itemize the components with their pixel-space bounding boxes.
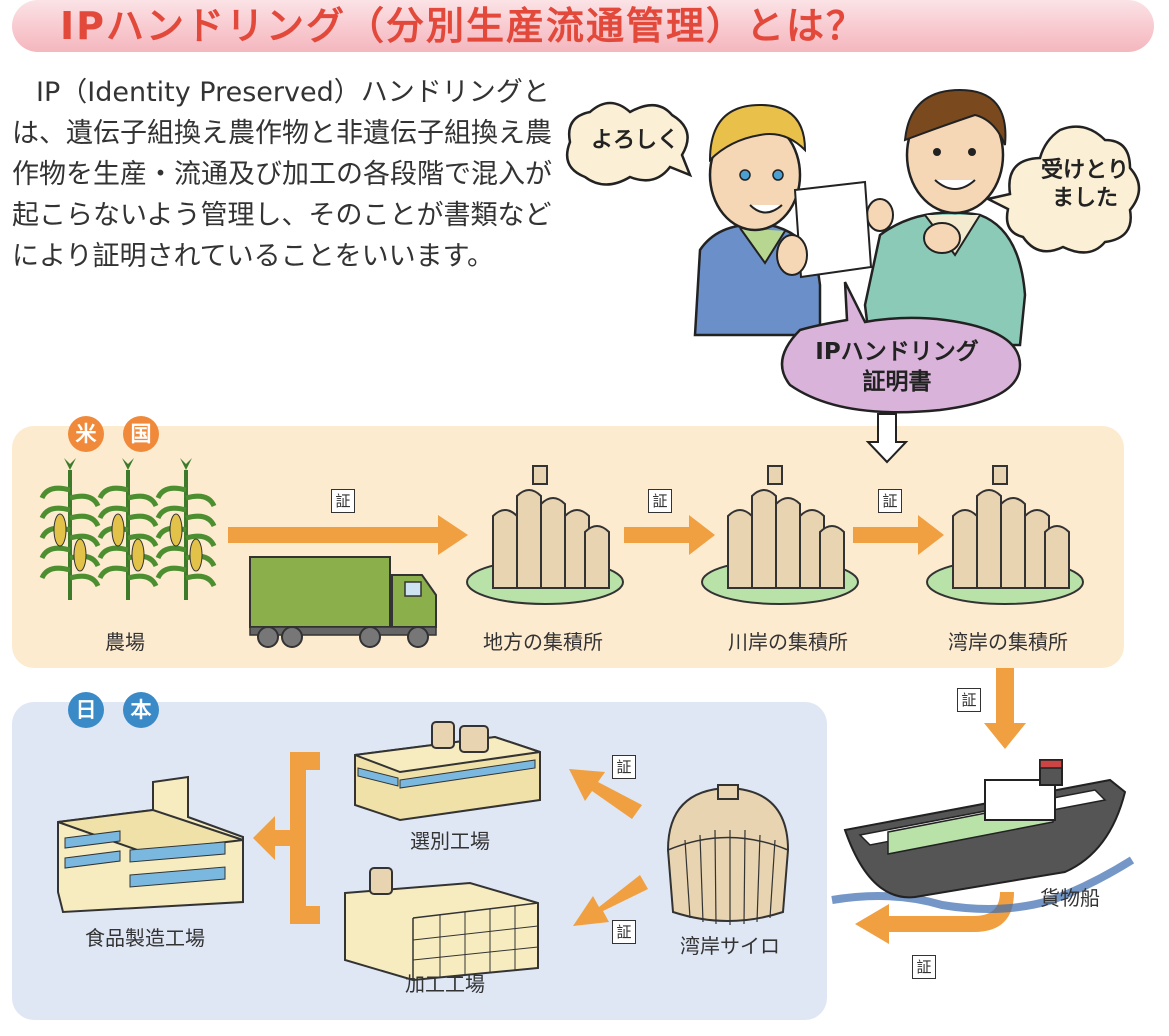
arrow-silo-to-process (573, 875, 648, 926)
cert-mark-bay: 証 (957, 688, 981, 712)
bracket (275, 752, 320, 924)
japan-arrows (253, 752, 648, 926)
right-man-body (863, 211, 1027, 347)
arrow-farm-to-local (228, 515, 468, 555)
corn-stalk-icon (155, 458, 217, 600)
bay-silo-icon (666, 784, 790, 925)
arrow-river-to-bay (853, 515, 944, 555)
label-farm: 農場 (105, 630, 145, 654)
label-sorting-factory: 選別工場 (410, 829, 490, 853)
speech-bubble-right (984, 125, 1141, 254)
label-bay-silo: 湾岸サイロ (680, 934, 780, 958)
greeting-text: よろしく (590, 128, 679, 153)
badge-jp-2: 本 (123, 692, 159, 728)
grain-elevator-icon (701, 465, 859, 605)
label-food-factory: 食品製造工場 (85, 926, 205, 950)
corn-stalk-icon (39, 458, 101, 600)
food-factory-icon (57, 775, 244, 914)
certificate-subtitle: 証明書 (862, 369, 932, 395)
cert-mark-process: 証 (612, 920, 636, 944)
cert-mark-truck: 証 (331, 489, 355, 513)
arrow-ship-to-silo (855, 892, 1014, 944)
speech-bubble-left (565, 101, 693, 186)
label-processing-factory: 加工工場 (405, 972, 485, 996)
people-illustration (565, 88, 1141, 464)
title-bar (12, 0, 1154, 52)
badge-jp-1: 日 (68, 692, 104, 728)
label-local-elevator: 地方の集積所 (483, 630, 603, 654)
label-cargo-ship: 貨物船 (1040, 886, 1100, 910)
elevators (466, 465, 1084, 605)
sorting-factory-icon (354, 721, 541, 822)
cert-mark-ship: 証 (912, 955, 936, 979)
arrow-bay-to-ship (984, 668, 1026, 749)
intro-text: IP（Identity Preserved）ハンドリングとは、遺伝子組換え農作物… (12, 72, 557, 277)
cargo-ship-icon (831, 759, 1135, 913)
arrow-to-food-factory (253, 816, 295, 860)
certificate-title: IPハンドリング (815, 339, 979, 365)
intro-paragraph: IP（Identity Preserved）ハンドリングとは、遺伝子組換え農作物… (12, 77, 552, 272)
truck-icon (249, 556, 437, 648)
certificate-arrow (865, 413, 909, 464)
badge-us-2: 国 (123, 416, 159, 452)
corn-stalk-icon (97, 458, 159, 600)
processing-factory-icon (344, 867, 539, 982)
usa-arrows (228, 515, 1026, 944)
badge-us-1: 米 (68, 416, 104, 452)
page-title: IPハンドリング（分別生産流通管理）とは？ (60, 4, 866, 48)
grain-elevator-icon (466, 465, 624, 605)
arrow-local-to-river (624, 515, 715, 555)
certificate-bubble (780, 281, 1022, 414)
received-text-line2: ました (1051, 186, 1118, 211)
received-text-line1: 受けとり (1040, 158, 1129, 183)
cert-mark-sort: 証 (612, 755, 636, 779)
corn-field-icon (39, 458, 217, 600)
label-river-elevator: 川岸の集積所 (728, 630, 848, 654)
cert-mark-local: 証 (648, 489, 672, 513)
label-bay-elevator: 湾岸の集積所 (948, 630, 1068, 654)
cert-mark-river: 証 (878, 489, 902, 513)
grain-elevator-icon (926, 465, 1084, 605)
arrow-silo-to-sort (569, 769, 642, 819)
